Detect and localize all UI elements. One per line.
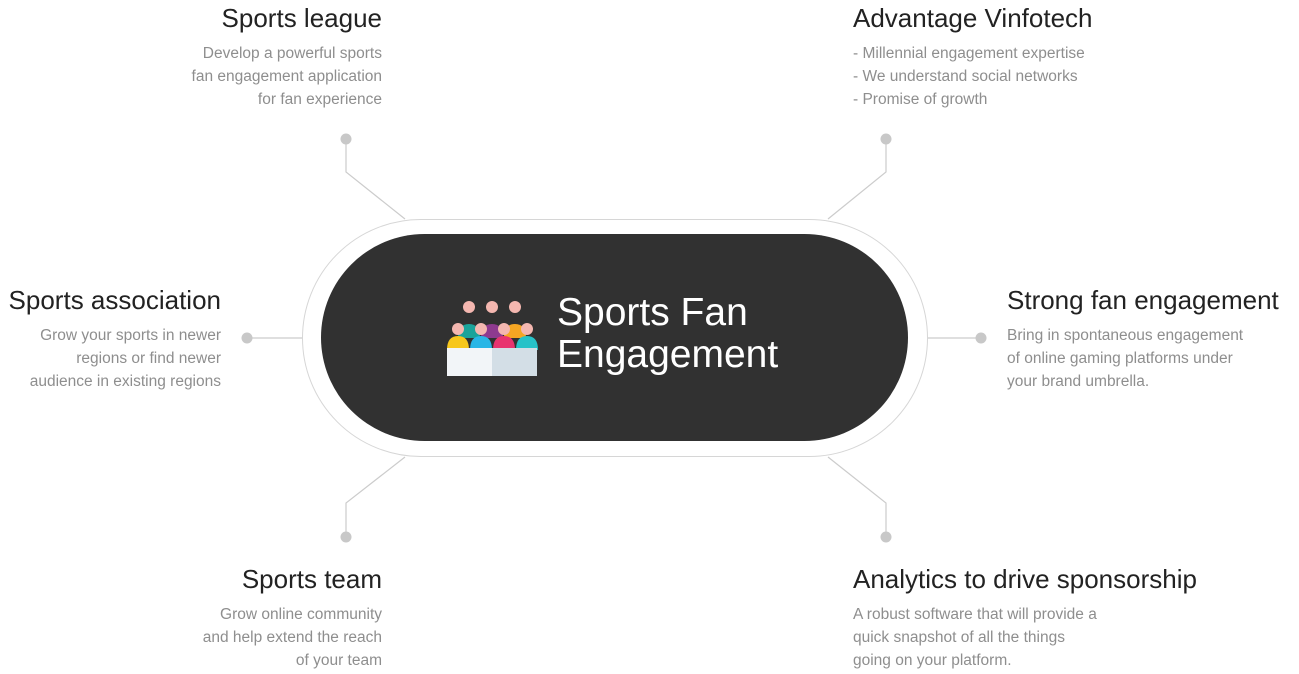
dot-analytics — [880, 531, 892, 543]
sports-league-line: fan engagement application — [191, 68, 382, 85]
dot-sports-league — [340, 133, 352, 145]
sports-association-line: regions or find newer — [76, 350, 221, 367]
connector-sports-team — [345, 456, 406, 537]
advantage-line: - Promise of growth — [853, 91, 988, 108]
advantage-title: Advantage Vinfotech — [853, 3, 1093, 33]
sports-league-title: Sports league — [221, 3, 382, 33]
sports-team-title: Sports team — [241, 564, 382, 594]
block-sports-team: Sports team Grow online community and he… — [120, 564, 382, 672]
block-strong-fan-engagement: Strong fan engagement Bring in spontaneo… — [1007, 285, 1299, 393]
block-sports-association: Sports association Grow your sports in n… — [0, 285, 221, 393]
sports-team-line: Grow online community — [220, 606, 382, 623]
sports-league-description: Develop a powerful sports fan engagement… — [120, 42, 382, 111]
strong-engagement-description: Bring in spontaneous engagement of onlin… — [1007, 324, 1299, 393]
center-title: Sports Fan Engagement — [557, 292, 857, 376]
sports-association-line: Grow your sports in newer — [40, 327, 221, 344]
center-pill — [321, 234, 908, 441]
sports-team-line: and help extend the reach — [202, 629, 382, 646]
connector-analytics — [827, 456, 887, 537]
dot-sports-team — [340, 531, 352, 543]
advantage-line: - Millennial engagement expertise — [853, 45, 1085, 62]
analytics-title: Analytics to drive sponsorship — [853, 564, 1197, 594]
strong-engagement-line: of online gaming platforms under — [1007, 350, 1233, 367]
block-analytics-sponsorship: Analytics to drive sponsorship A robust … — [853, 564, 1233, 672]
advantage-description: - Millennial engagement expertise - We u… — [853, 42, 1153, 111]
dot-strong-engagement — [975, 332, 987, 344]
center-title-line2: Engagement — [557, 333, 779, 376]
sports-league-line: for fan experience — [257, 91, 382, 108]
analytics-line: quick snapshot of all the things — [853, 629, 1065, 646]
sports-team-description: Grow online community and help extend th… — [120, 603, 382, 672]
dot-sports-association — [241, 332, 253, 344]
connector-sports-league — [345, 139, 406, 220]
strong-engagement-line: your brand umbrella. — [1007, 373, 1150, 390]
dot-advantage — [880, 133, 892, 145]
block-advantage-vinfotech: Advantage Vinfotech - Millennial engagem… — [853, 3, 1153, 111]
audience-fans-icon — [447, 301, 538, 376]
sports-association-title: Sports association — [8, 285, 221, 315]
center-title-line1: Sports Fan — [557, 291, 748, 334]
advantage-line: - We understand social networks — [853, 68, 1078, 85]
sports-association-description: Grow your sports in newer regions or fin… — [0, 324, 221, 393]
analytics-line: going on your platform. — [853, 652, 1012, 669]
sports-team-line: of your team — [295, 652, 382, 669]
connector-advantage — [827, 139, 887, 220]
sports-league-line: Develop a powerful sports — [202, 45, 382, 62]
analytics-line: A robust software that will provide a — [853, 606, 1097, 623]
sports-association-line: audience in existing regions — [29, 373, 221, 390]
analytics-description: A robust software that will provide a qu… — [853, 603, 1233, 672]
strong-engagement-title: Strong fan engagement — [1007, 285, 1279, 315]
block-sports-league: Sports league Develop a powerful sports … — [120, 3, 382, 111]
strong-engagement-line: Bring in spontaneous engagement — [1007, 327, 1244, 344]
